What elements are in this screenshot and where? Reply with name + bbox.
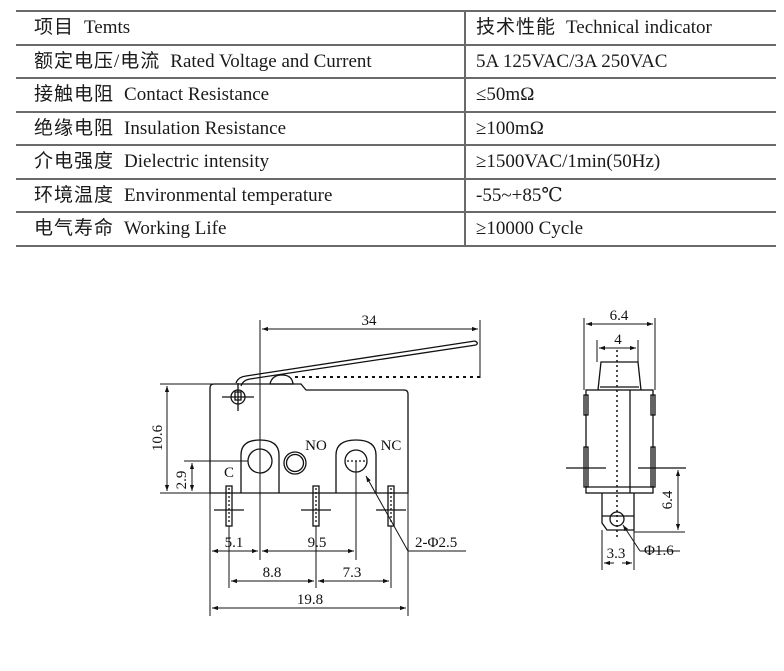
spec-value: ≥10000 Cycle xyxy=(465,211,776,247)
dim-terminal-height: 6.4 xyxy=(660,490,676,509)
side-view xyxy=(566,318,686,570)
dim-total-width: 19.8 xyxy=(297,592,323,608)
dim-no-to-nc: 7.3 xyxy=(343,565,362,581)
spec-value: -55~+85℃ xyxy=(465,177,776,213)
plunger xyxy=(597,361,642,391)
front-view-labels: 34 10.6 2.9 C NO NC 5.1 9.5 8.8 7.3 19.8… xyxy=(150,313,457,608)
side-body xyxy=(585,389,654,494)
side-terminal xyxy=(601,493,635,531)
spec-value: 5A 125VAC/3A 250VAC xyxy=(465,43,776,79)
front-view xyxy=(160,320,481,616)
dimension-lines xyxy=(164,326,478,611)
terminal-hole-callout: Φ1.6 xyxy=(644,543,674,559)
no-pin xyxy=(283,451,307,475)
side-view-labels: 6.4 4 6.4 3.3 Φ1.6 xyxy=(607,308,676,562)
dim-plunger-width: 4 xyxy=(614,332,622,348)
label-normally-closed: NC xyxy=(381,438,402,454)
dim-hole-height: 2.9 xyxy=(174,471,190,490)
spec-value: ≥100mΩ xyxy=(465,110,776,146)
spec-value: ≤50mΩ xyxy=(465,77,776,113)
switch-body xyxy=(209,383,409,494)
dim-body-width: 6.4 xyxy=(610,308,629,324)
terminal-pins xyxy=(214,485,406,527)
dim-lever-length: 34 xyxy=(362,313,378,329)
dim-height: 10.6 xyxy=(150,424,166,451)
lever-arm xyxy=(235,340,480,387)
extension-lines xyxy=(160,320,481,616)
dim-terminal-width: 3.3 xyxy=(607,546,626,562)
hole-callout: 2-Φ2.5 xyxy=(415,535,457,551)
label-normally-open: NO xyxy=(305,438,327,454)
dim-hole-spacing: 9.5 xyxy=(308,535,327,551)
dim-c-to-hole: 5.1 xyxy=(225,535,244,551)
spec-value: ≥1500VAC/1min(50Hz) xyxy=(465,144,776,180)
label-common: C xyxy=(224,465,234,481)
pivot-mark xyxy=(222,383,254,411)
dim-c-to-no: 8.8 xyxy=(263,565,282,581)
